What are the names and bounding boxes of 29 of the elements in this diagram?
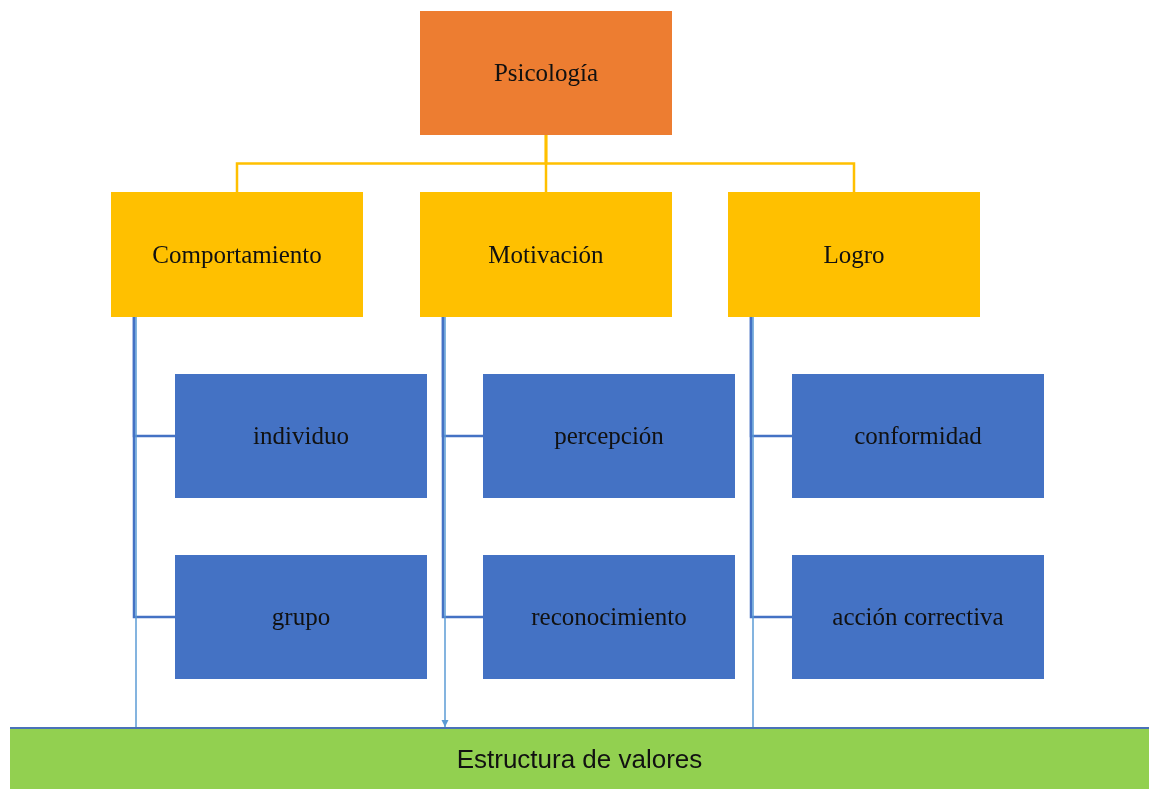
node-label: Estructura de valores [456, 743, 703, 775]
concept-box [175, 555, 427, 679]
concept-box [420, 192, 672, 317]
connector-line [441, 317, 483, 619]
concept-box [175, 374, 427, 498]
concept-box [792, 374, 1044, 498]
concept-box [483, 555, 735, 679]
concept-box [420, 11, 672, 135]
node-label: Motivación [488, 240, 604, 269]
node-label: Logro [823, 240, 885, 269]
concept-box [792, 555, 1044, 679]
connector-line [132, 317, 175, 619]
connector-line [752, 316, 754, 728]
arrow [441, 316, 449, 728]
node-label: reconocimiento [531, 603, 687, 631]
node-label: individuo [253, 422, 349, 450]
concept-box [111, 192, 363, 317]
node-label: grupo [271, 603, 331, 631]
connector-line [135, 316, 137, 728]
node-label: acción correctiva [832, 603, 1004, 631]
node-label: Psicología [493, 59, 599, 87]
node-label: percepción [554, 422, 664, 450]
node-label: conformidad [854, 422, 982, 450]
concept-box [728, 192, 980, 317]
connector-line [544, 135, 856, 192]
concept-box [483, 374, 735, 498]
connector-line [749, 317, 792, 619]
node-label: Comportamiento [152, 240, 322, 269]
base-bar [10, 727, 1149, 789]
